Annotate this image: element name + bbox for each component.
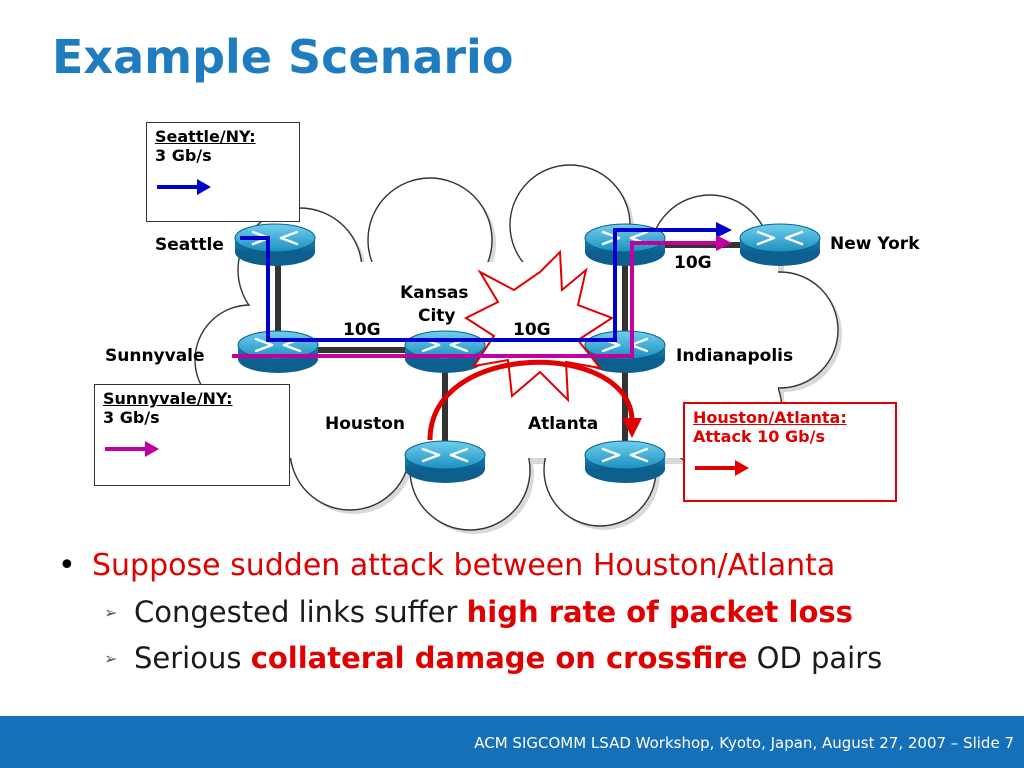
legend-houston-atlanta: Houston/Atlanta: Attack 10 Gb/s: [683, 402, 897, 502]
router-icon-houston: [403, 439, 487, 485]
seattle-ny-flow: [240, 228, 720, 342]
bullet-sub-1-prefix: Congested links suffer: [134, 595, 467, 629]
bullet-sub-2-prefix: Serious: [134, 641, 251, 675]
legend-houston-atlanta-title: Houston/Atlanta:: [693, 408, 847, 427]
node-label-indianapolis: Indianapolis: [676, 346, 794, 366]
bullet-main: • Suppose sudden attack between Houston/…: [58, 548, 882, 583]
bullet-sub-2: ➢ Serious collateral damage on crossfire…: [58, 641, 882, 675]
bullet-list: • Suppose sudden attack between Houston/…: [58, 548, 882, 675]
legend-sunnyvale-ny-title: Sunnyvale/NY:: [103, 389, 233, 408]
bullet-sub-2-emphasis: collateral damage on crossfire: [250, 641, 748, 675]
legend-houston-atlanta-rate: Attack 10 Gb/s: [693, 427, 825, 446]
node-label-seattle: Seattle: [155, 235, 224, 255]
bullet-sub-2-suffix: OD pairs: [747, 641, 883, 675]
arrow-icon-magenta: [105, 441, 159, 457]
node-label-atlanta: Atlanta: [528, 414, 599, 434]
bullet-sub-1-emphasis: high rate of packet loss: [466, 595, 853, 629]
legend-seattle-ny: Seattle/NY: 3 Gb/s: [146, 122, 300, 222]
sunnyvale-ny-flow: [232, 241, 720, 358]
legend-sunnyvale-ny: Sunnyvale/NY: 3 Gb/s: [94, 384, 290, 486]
arrow-icon-blue: [157, 179, 211, 195]
bullet-arrow-icon: ➢: [104, 603, 118, 622]
bullet-main-text: Suppose sudden attack between Houston/At…: [92, 548, 836, 583]
legend-seattle-ny-rate: 3 Gb/s: [155, 146, 212, 165]
bullet-sub-1: ➢ Congested links suffer high rate of pa…: [58, 595, 882, 629]
link-label-kc-ny: 10G: [674, 253, 712, 273]
node-label-kansas-city-2: City: [418, 306, 456, 326]
node-label-kansas-city-1: Kansas: [400, 283, 469, 303]
arrow-icon-red: [695, 460, 749, 476]
node-label-sunnyvale: Sunnyvale: [105, 346, 205, 366]
router-icon-atlanta: [583, 439, 667, 485]
explosion-icon: [463, 249, 615, 403]
slide-title: Example Scenario: [52, 30, 514, 84]
bullet-arrow-icon: ➢: [104, 649, 118, 668]
node-label-new-york: New York: [830, 234, 920, 254]
footer-text: ACM SIGCOMM LSAD Workshop, Kyoto, Japan,…: [474, 734, 1014, 752]
link-label-sunnyvale-kc: 10G: [343, 320, 381, 340]
node-label-houston: Houston: [325, 414, 406, 434]
router-icon-new-york: [738, 222, 822, 268]
legend-seattle-ny-title: Seattle/NY:: [155, 127, 256, 146]
router-icon-seattle: [233, 222, 317, 268]
attack-flow: [427, 359, 635, 441]
bullet-dot-icon: •: [58, 548, 76, 583]
legend-sunnyvale-ny-rate: 3 Gb/s: [103, 408, 160, 427]
link-label-kc-indianapolis: 10G: [513, 320, 551, 340]
slide-footer: ACM SIGCOMM LSAD Workshop, Kyoto, Japan,…: [0, 716, 1024, 768]
router-icon-sunnyvale: [236, 329, 320, 375]
